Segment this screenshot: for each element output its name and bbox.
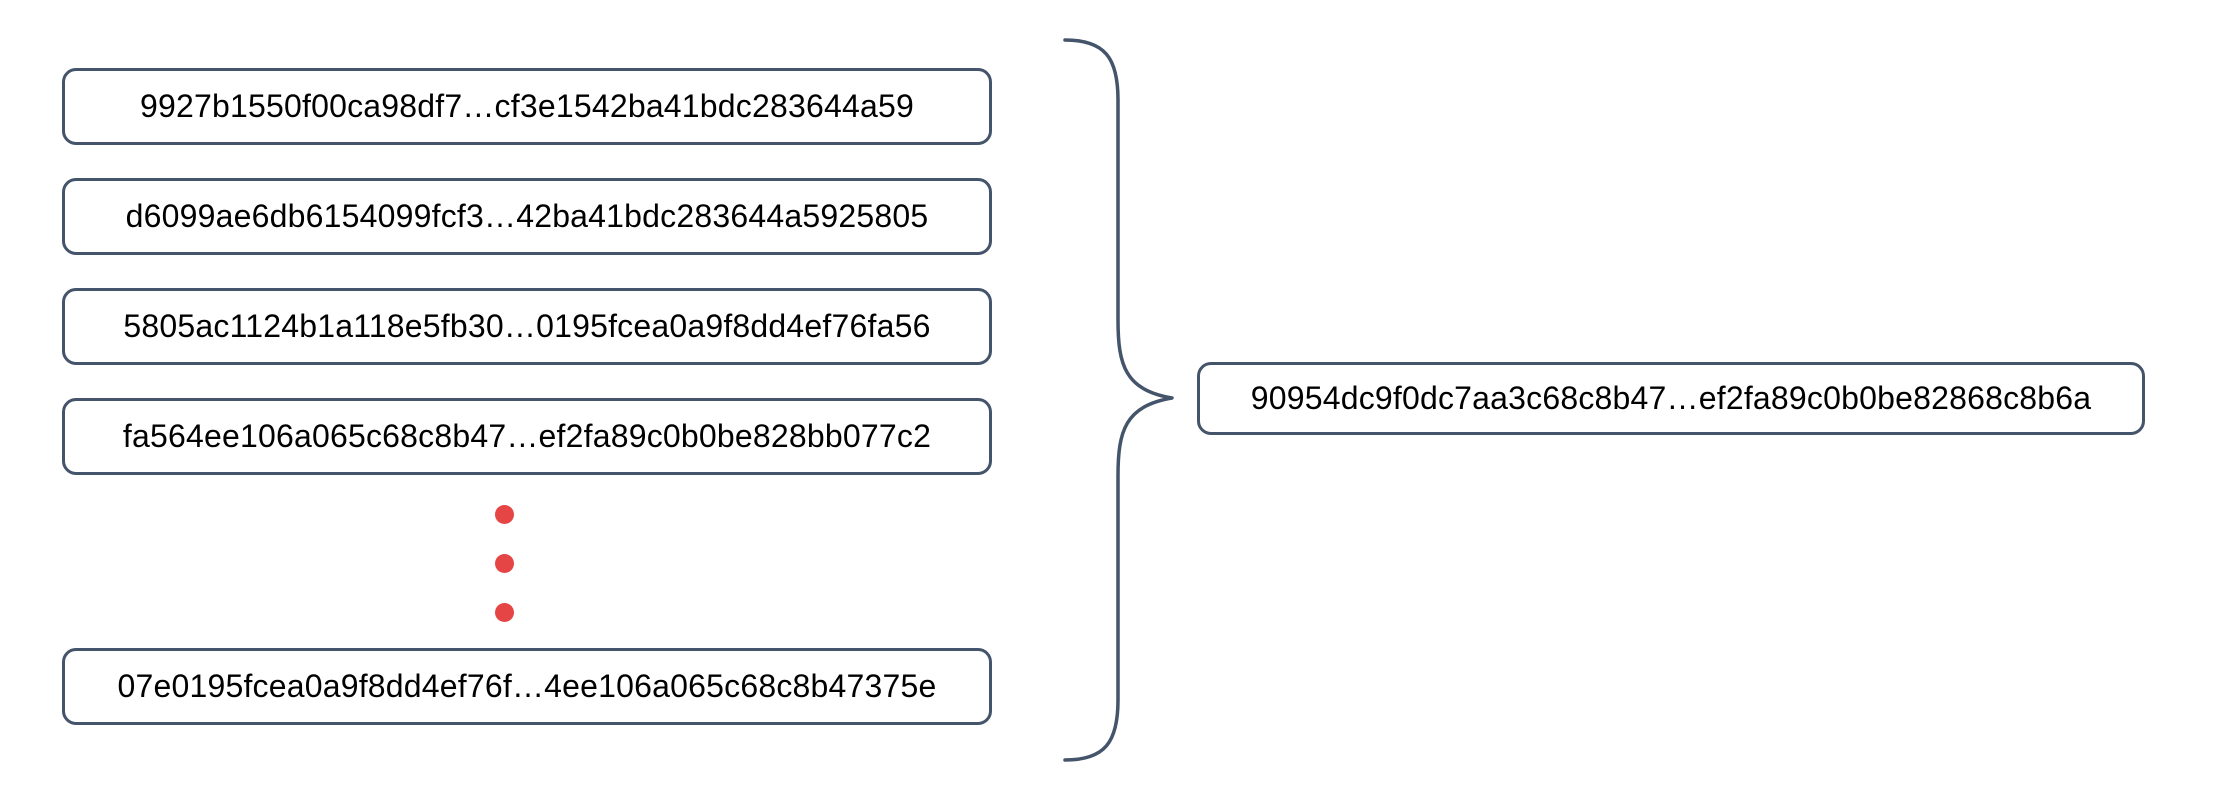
input-hash-label-4: fa564ee106a065c68c8b47…ef2fa89c0b0be828b… — [122, 418, 932, 454]
output-hash-label: 90954dc9f0dc7aa3c68c8b47…ef2fa89c0b0be82… — [1250, 380, 2092, 416]
ellipsis-dot-icon — [494, 554, 514, 573]
input-hash-label-5: 07e0195fcea0a9f8dd4ef76f…4ee106a065c68c8… — [117, 668, 937, 704]
input-hash-box-3: 5805ac1124b1a118e5fb30…0195fcea0a9f8dd4e… — [62, 288, 992, 365]
right-curly-brace-icon — [1063, 38, 1174, 762]
output-hash-box: 90954dc9f0dc7aa3c68c8b47…ef2fa89c0b0be82… — [1197, 362, 2145, 435]
input-hash-box-5: 07e0195fcea0a9f8dd4ef76f…4ee106a065c68c8… — [62, 648, 992, 725]
input-hash-label-3: 5805ac1124b1a118e5fb30…0195fcea0a9f8dd4e… — [123, 308, 931, 344]
input-hash-box-2: d6099ae6db6154099fcf3…42ba41bdc283644a59… — [62, 178, 992, 255]
input-hash-label-1: 9927b1550f00ca98df7…cf3e1542ba41bdc28364… — [140, 88, 914, 124]
input-hash-label-2: d6099ae6db6154099fcf3…42ba41bdc283644a59… — [125, 198, 929, 234]
input-hash-box-1: 9927b1550f00ca98df7…cf3e1542ba41bdc28364… — [62, 68, 992, 145]
input-hash-box-4: fa564ee106a065c68c8b47…ef2fa89c0b0be828b… — [62, 398, 992, 475]
ellipsis-dot-icon — [494, 603, 514, 622]
ellipsis-dot-icon — [494, 505, 514, 524]
vertical-ellipsis-icon — [494, 505, 514, 622]
